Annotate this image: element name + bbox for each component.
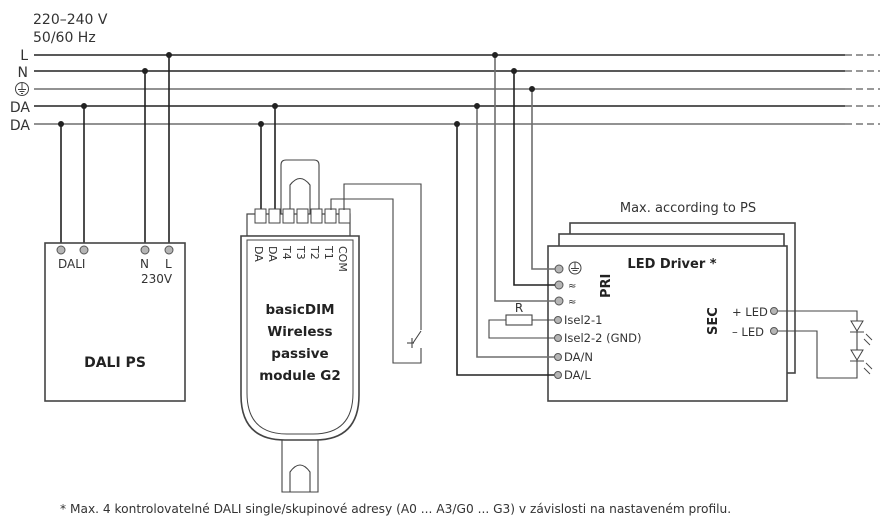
terminal-isel2-1 (554, 316, 562, 324)
da-l-label: DA/L (564, 368, 591, 382)
module-title-line-3: passive (271, 346, 328, 362)
bus-label-da2: DA (10, 118, 31, 134)
driver-pri-wiring (454, 52, 555, 376)
terminal-l (164, 245, 174, 255)
terminal-label-t1: T1 (322, 245, 335, 260)
bus-continuation (845, 54, 880, 125)
bus-label-n: N (18, 65, 28, 81)
footnote: * Max. 4 kontrolovatelné DALI single/sku… (60, 502, 731, 516)
led-icon (850, 349, 873, 375)
resistor: R (488, 301, 554, 339)
module-title-line-4: module G2 (259, 368, 341, 384)
earth-icon (15, 82, 29, 96)
isel2-1-label: Isel2-1 (564, 313, 602, 327)
module-title-line-1: basicDIM (265, 302, 334, 318)
terminal-da-l (554, 371, 562, 379)
earth-icon (568, 261, 582, 275)
voltage-label: 230V (141, 272, 173, 286)
terminal-earth (554, 264, 564, 274)
ac-icon-1: ≈ (568, 281, 576, 292)
isel2-2-label: Isel2-2 (GND) (564, 331, 641, 345)
terminal-label-t3: T3 (294, 245, 307, 260)
basicdim-module: DA DA T4 T3 T2 T1 COM basicDIM Wireless … (240, 159, 360, 493)
da-n-label: DA/N (564, 350, 593, 364)
terminal-ac-1 (554, 280, 564, 290)
led-driver-title: LED Driver * (627, 257, 716, 272)
bus-label-l: L (20, 48, 28, 64)
terminal-label-t4: T4 (280, 245, 293, 260)
dali-label: DALI (58, 257, 85, 271)
terminal-da-n (554, 353, 562, 361)
led-driver-box (547, 245, 788, 402)
terminal-minus-led (770, 327, 778, 335)
dali-ps-wiring (58, 52, 172, 249)
led-icon (850, 320, 873, 346)
terminal-isel2-2 (554, 334, 562, 342)
bus-label-da1: DA (10, 100, 31, 116)
module-title-line-2: Wireless (267, 324, 332, 340)
resistor-label: R (515, 301, 523, 315)
terminal-screws (254, 208, 351, 224)
l-label: L (165, 257, 172, 271)
dali-ps: DALI N L 230V DALI PS (44, 242, 186, 402)
terminal-dali-1 (56, 245, 66, 255)
module-wiring (258, 103, 278, 210)
minus-led-label: – LED (732, 325, 764, 339)
dali-ps-title: DALI PS (84, 355, 146, 371)
pri-label: PRI (599, 274, 614, 298)
terminal-ac-2 (554, 296, 564, 306)
terminal-plus-led (770, 307, 778, 315)
push-button-switch (330, 183, 422, 364)
ac-icon-2: ≈ (568, 297, 576, 308)
terminal-n (140, 245, 150, 255)
led-driver-stack: Max. according to PS LED Driver * PRI SE… (547, 201, 796, 402)
terminal-label-t2: T2 (308, 245, 321, 260)
terminal-label-da-1: DA (252, 246, 265, 262)
sec-label: SEC (706, 307, 721, 335)
led-string (778, 310, 873, 379)
supply-frequency: 50/60 Hz (33, 30, 96, 46)
supply-voltage: 220–240 V (33, 12, 108, 28)
terminal-dali-2 (79, 245, 89, 255)
stack-note: Max. according to PS (620, 201, 756, 216)
n-label: N (140, 257, 149, 271)
terminal-label-com: COM (336, 246, 349, 272)
plus-led-label: + LED (732, 305, 768, 319)
terminal-label-da-2: DA (266, 246, 279, 262)
